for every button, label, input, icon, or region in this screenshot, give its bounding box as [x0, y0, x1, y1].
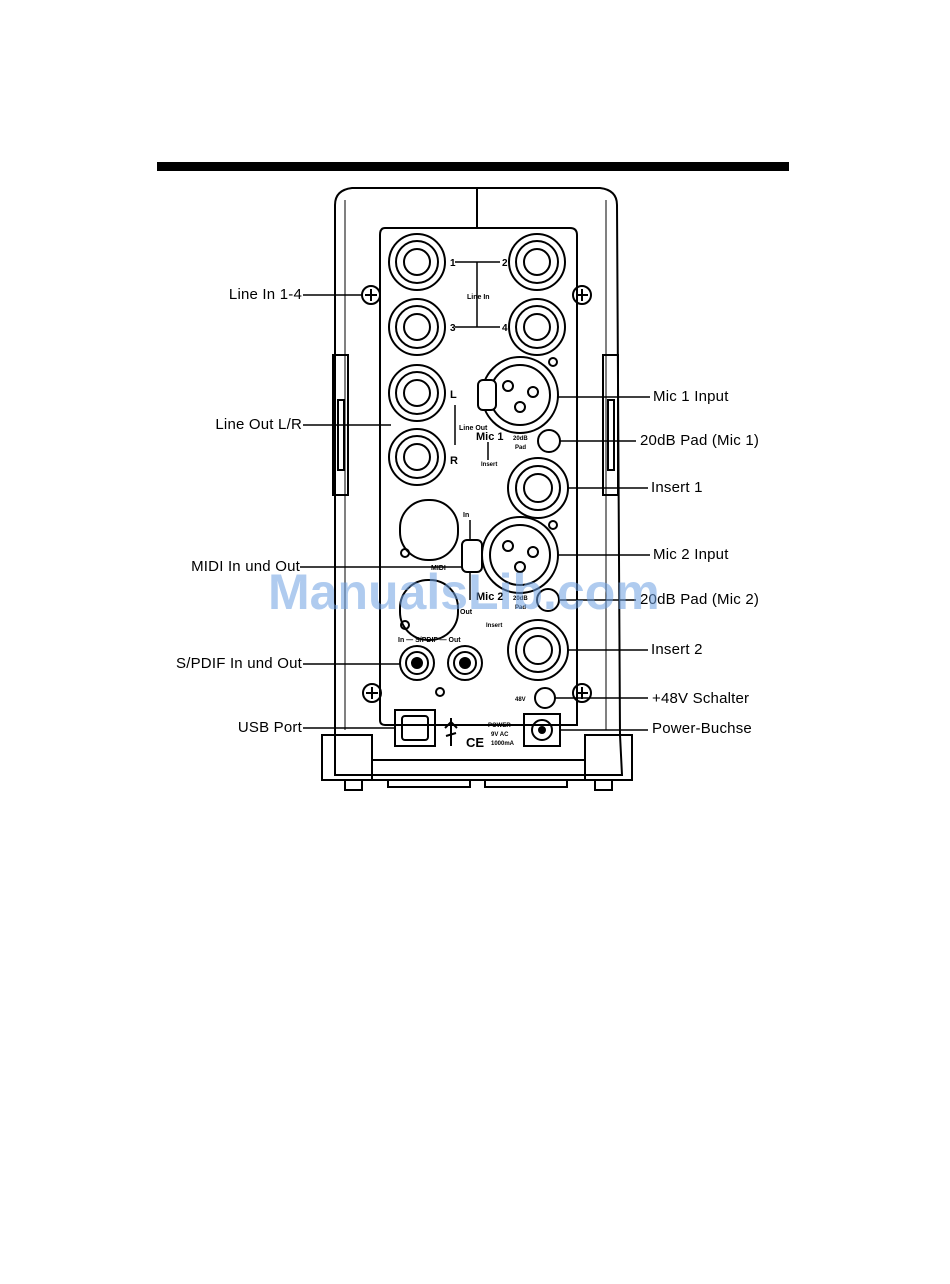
panel-pad-a: 20dB [513, 436, 528, 442]
label-mic2: Mic 2 Input [653, 546, 729, 563]
panel-mic2: Mic 2 [476, 591, 504, 603]
label-line-out: Line Out L/R [215, 416, 302, 433]
panel-num-1: 1 [450, 258, 456, 269]
label-mic1: Mic 1 Input [653, 388, 729, 405]
inner-panel [379, 227, 578, 726]
line-in-jacks [388, 233, 566, 356]
mic1-xlr [477, 356, 559, 434]
panel-num-2: 2 [502, 258, 508, 269]
label-pad2: 20dB Pad (Mic 2) [640, 591, 760, 608]
panel-insert-a: Insert [481, 462, 497, 468]
line-out-jacks [388, 364, 456, 486]
panel-spdif: In — S/PDIF — Out [398, 637, 461, 644]
spdif-ports [399, 645, 483, 697]
panel-line-in: Line In [467, 294, 490, 301]
panel-pad-b: Pad [515, 445, 526, 451]
label-spdif: S/PDIF In und Out [176, 655, 302, 672]
label-power: Power-Buchse [652, 720, 752, 737]
panel-num-4: 4 [502, 323, 508, 334]
label-usb: USB Port [237, 719, 302, 736]
panel-midi-out: Out [460, 609, 473, 616]
label-insert1: Insert 1 [651, 479, 703, 496]
panel-num-3: 3 [450, 323, 456, 334]
label-line-in: Line In 1-4 [228, 286, 302, 303]
panel-pad2-a: 20dB [513, 596, 528, 602]
base [321, 734, 633, 781]
panel-ce: CE [466, 735, 484, 750]
panel-pad2-b: Pad [515, 605, 526, 611]
label-midi: MIDI In und Out [191, 558, 300, 575]
phantom-button [534, 687, 556, 709]
midi-ports [399, 499, 471, 641]
usb-port [394, 709, 458, 747]
panel-power-a: POWER [488, 723, 511, 729]
power-jack [523, 713, 561, 747]
pad1-button [537, 429, 561, 453]
leader-lines [300, 294, 650, 731]
panel-insert-b: Insert [486, 623, 502, 629]
panel-L: L [450, 389, 457, 401]
panel-power-b: 9V AC [491, 732, 509, 738]
watermark: ManualsLib.com [268, 564, 660, 620]
panel-48v: 48V [515, 697, 526, 703]
panel-power-c: 1000mA [491, 741, 515, 747]
label-pad1: 20dB Pad (Mic 1) [640, 432, 760, 449]
header-rule [157, 162, 789, 171]
insert1-jack [507, 457, 569, 519]
panel-midi-in: In [463, 512, 469, 519]
panel-midi: MIDI [431, 565, 446, 572]
panel-line-out: Line Out [459, 425, 488, 432]
label-phantom: +48V Schalter [652, 690, 750, 707]
pad2-button [536, 588, 560, 612]
panel-R: R [450, 455, 458, 467]
label-insert2: Insert 2 [651, 641, 703, 658]
panel-mic1: Mic 1 [476, 431, 504, 443]
housing-outline [334, 187, 624, 776]
insert2-jack [507, 619, 569, 681]
